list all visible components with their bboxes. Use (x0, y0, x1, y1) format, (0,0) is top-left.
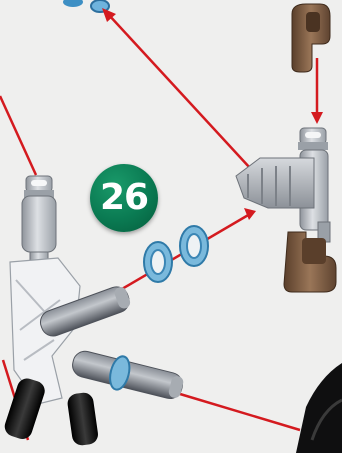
step-number-badge: 26 (90, 164, 158, 232)
step-number: 26 (90, 177, 158, 218)
